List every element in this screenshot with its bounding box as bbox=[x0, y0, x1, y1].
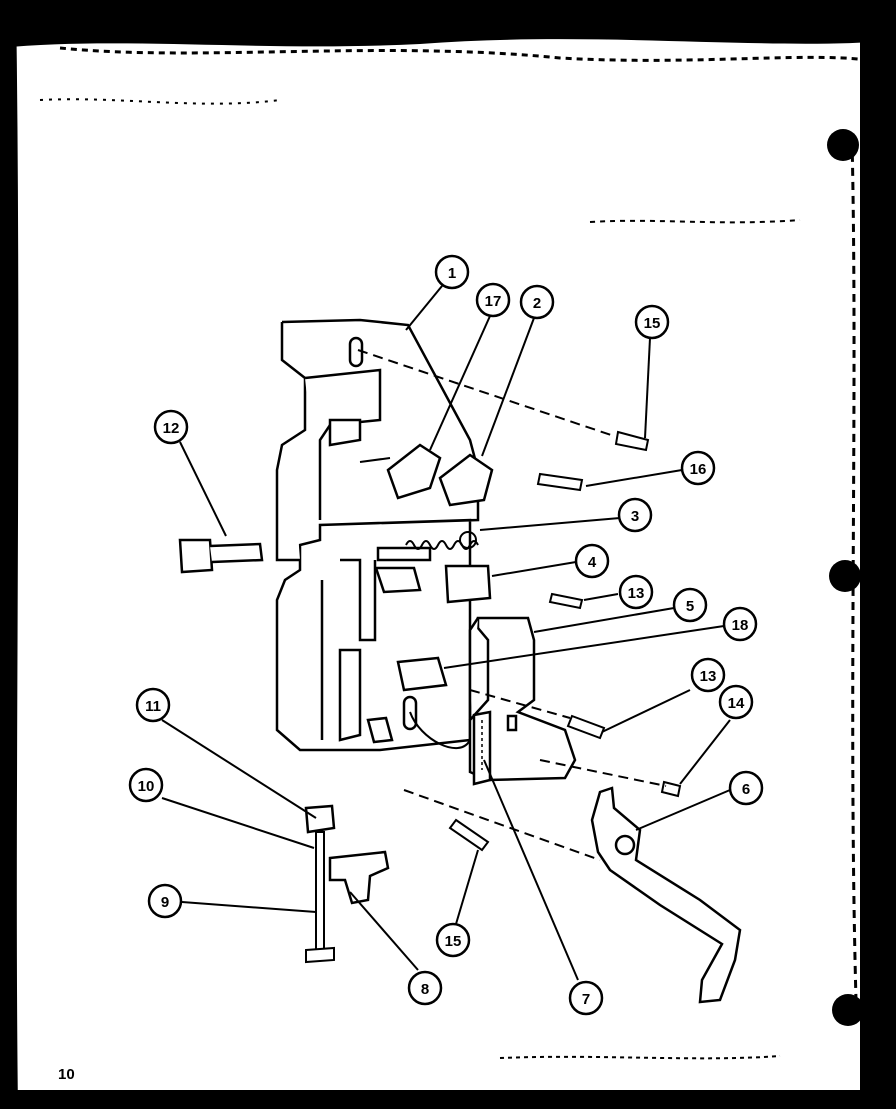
svg-text:4: 4 bbox=[588, 554, 597, 571]
svg-text:13: 13 bbox=[700, 668, 717, 685]
punch-hole bbox=[829, 560, 861, 592]
svg-text:8: 8 bbox=[421, 981, 429, 998]
svg-text:5: 5 bbox=[686, 598, 694, 615]
part-12-actuator bbox=[178, 538, 264, 574]
part-10-9-rod bbox=[305, 831, 335, 964]
callout-14: 14 bbox=[718, 684, 754, 720]
part-7-plate bbox=[472, 710, 492, 786]
callout-15-top: 15 bbox=[634, 304, 670, 340]
svg-text:1: 1 bbox=[448, 265, 456, 282]
callout-6: 6 bbox=[728, 770, 764, 806]
svg-text:14: 14 bbox=[728, 695, 745, 712]
callout-13-a: 13 bbox=[618, 574, 654, 610]
screw-15-bottom bbox=[448, 818, 490, 852]
callout-1: 1 bbox=[434, 254, 470, 290]
callouts: 1 17 2 15 12 16 3 4 13 5 18 13 14 6 11 1… bbox=[128, 254, 764, 1016]
part-1-bracket bbox=[275, 318, 480, 752]
part-18-switch bbox=[396, 656, 448, 692]
svg-text:12: 12 bbox=[163, 420, 180, 437]
page-number: 10 bbox=[58, 1066, 75, 1083]
screws bbox=[448, 430, 682, 852]
callout-17: 17 bbox=[475, 282, 511, 318]
part-4-switch bbox=[444, 564, 492, 604]
part-6-lever bbox=[590, 786, 742, 1004]
callout-7: 7 bbox=[568, 980, 604, 1016]
callout-2: 2 bbox=[519, 284, 555, 320]
callout-15-bottom: 15 bbox=[435, 922, 471, 958]
svg-text:9: 9 bbox=[161, 894, 169, 911]
part-8-clip bbox=[328, 850, 390, 905]
leader-lines bbox=[161, 285, 731, 981]
svg-text:7: 7 bbox=[582, 991, 590, 1008]
screw-13-a bbox=[548, 592, 584, 610]
screw-16 bbox=[536, 472, 584, 492]
part-17-switch bbox=[359, 443, 442, 500]
screw-15-top bbox=[614, 430, 650, 452]
svg-text:13: 13 bbox=[628, 585, 645, 602]
callout-5: 5 bbox=[672, 587, 708, 623]
punch-hole bbox=[832, 994, 864, 1026]
svg-text:17: 17 bbox=[485, 293, 502, 310]
svg-text:10: 10 bbox=[138, 778, 155, 795]
callout-3: 3 bbox=[617, 497, 653, 533]
svg-text:16: 16 bbox=[690, 461, 707, 478]
callout-13-b: 13 bbox=[690, 657, 726, 693]
svg-text:6: 6 bbox=[742, 781, 750, 798]
callout-18: 18 bbox=[722, 606, 758, 642]
callout-16: 16 bbox=[680, 450, 716, 486]
part-2-switch bbox=[438, 453, 494, 507]
callout-9: 9 bbox=[147, 883, 183, 919]
callout-12: 12 bbox=[153, 409, 189, 445]
callout-11: 11 bbox=[135, 687, 171, 723]
svg-text:11: 11 bbox=[145, 698, 161, 715]
svg-text:3: 3 bbox=[631, 508, 639, 525]
svg-text:15: 15 bbox=[445, 933, 462, 950]
screw-14 bbox=[660, 780, 682, 798]
svg-text:18: 18 bbox=[732, 617, 749, 634]
svg-text:15: 15 bbox=[644, 315, 661, 332]
punch-hole bbox=[827, 129, 859, 161]
screw-13-b bbox=[566, 714, 606, 740]
part-11-cap bbox=[304, 804, 336, 834]
part-3-spring bbox=[405, 531, 479, 550]
callout-10: 10 bbox=[128, 767, 164, 803]
svg-text:2: 2 bbox=[533, 295, 541, 312]
callout-8: 8 bbox=[407, 970, 443, 1006]
callout-4: 4 bbox=[574, 543, 610, 579]
